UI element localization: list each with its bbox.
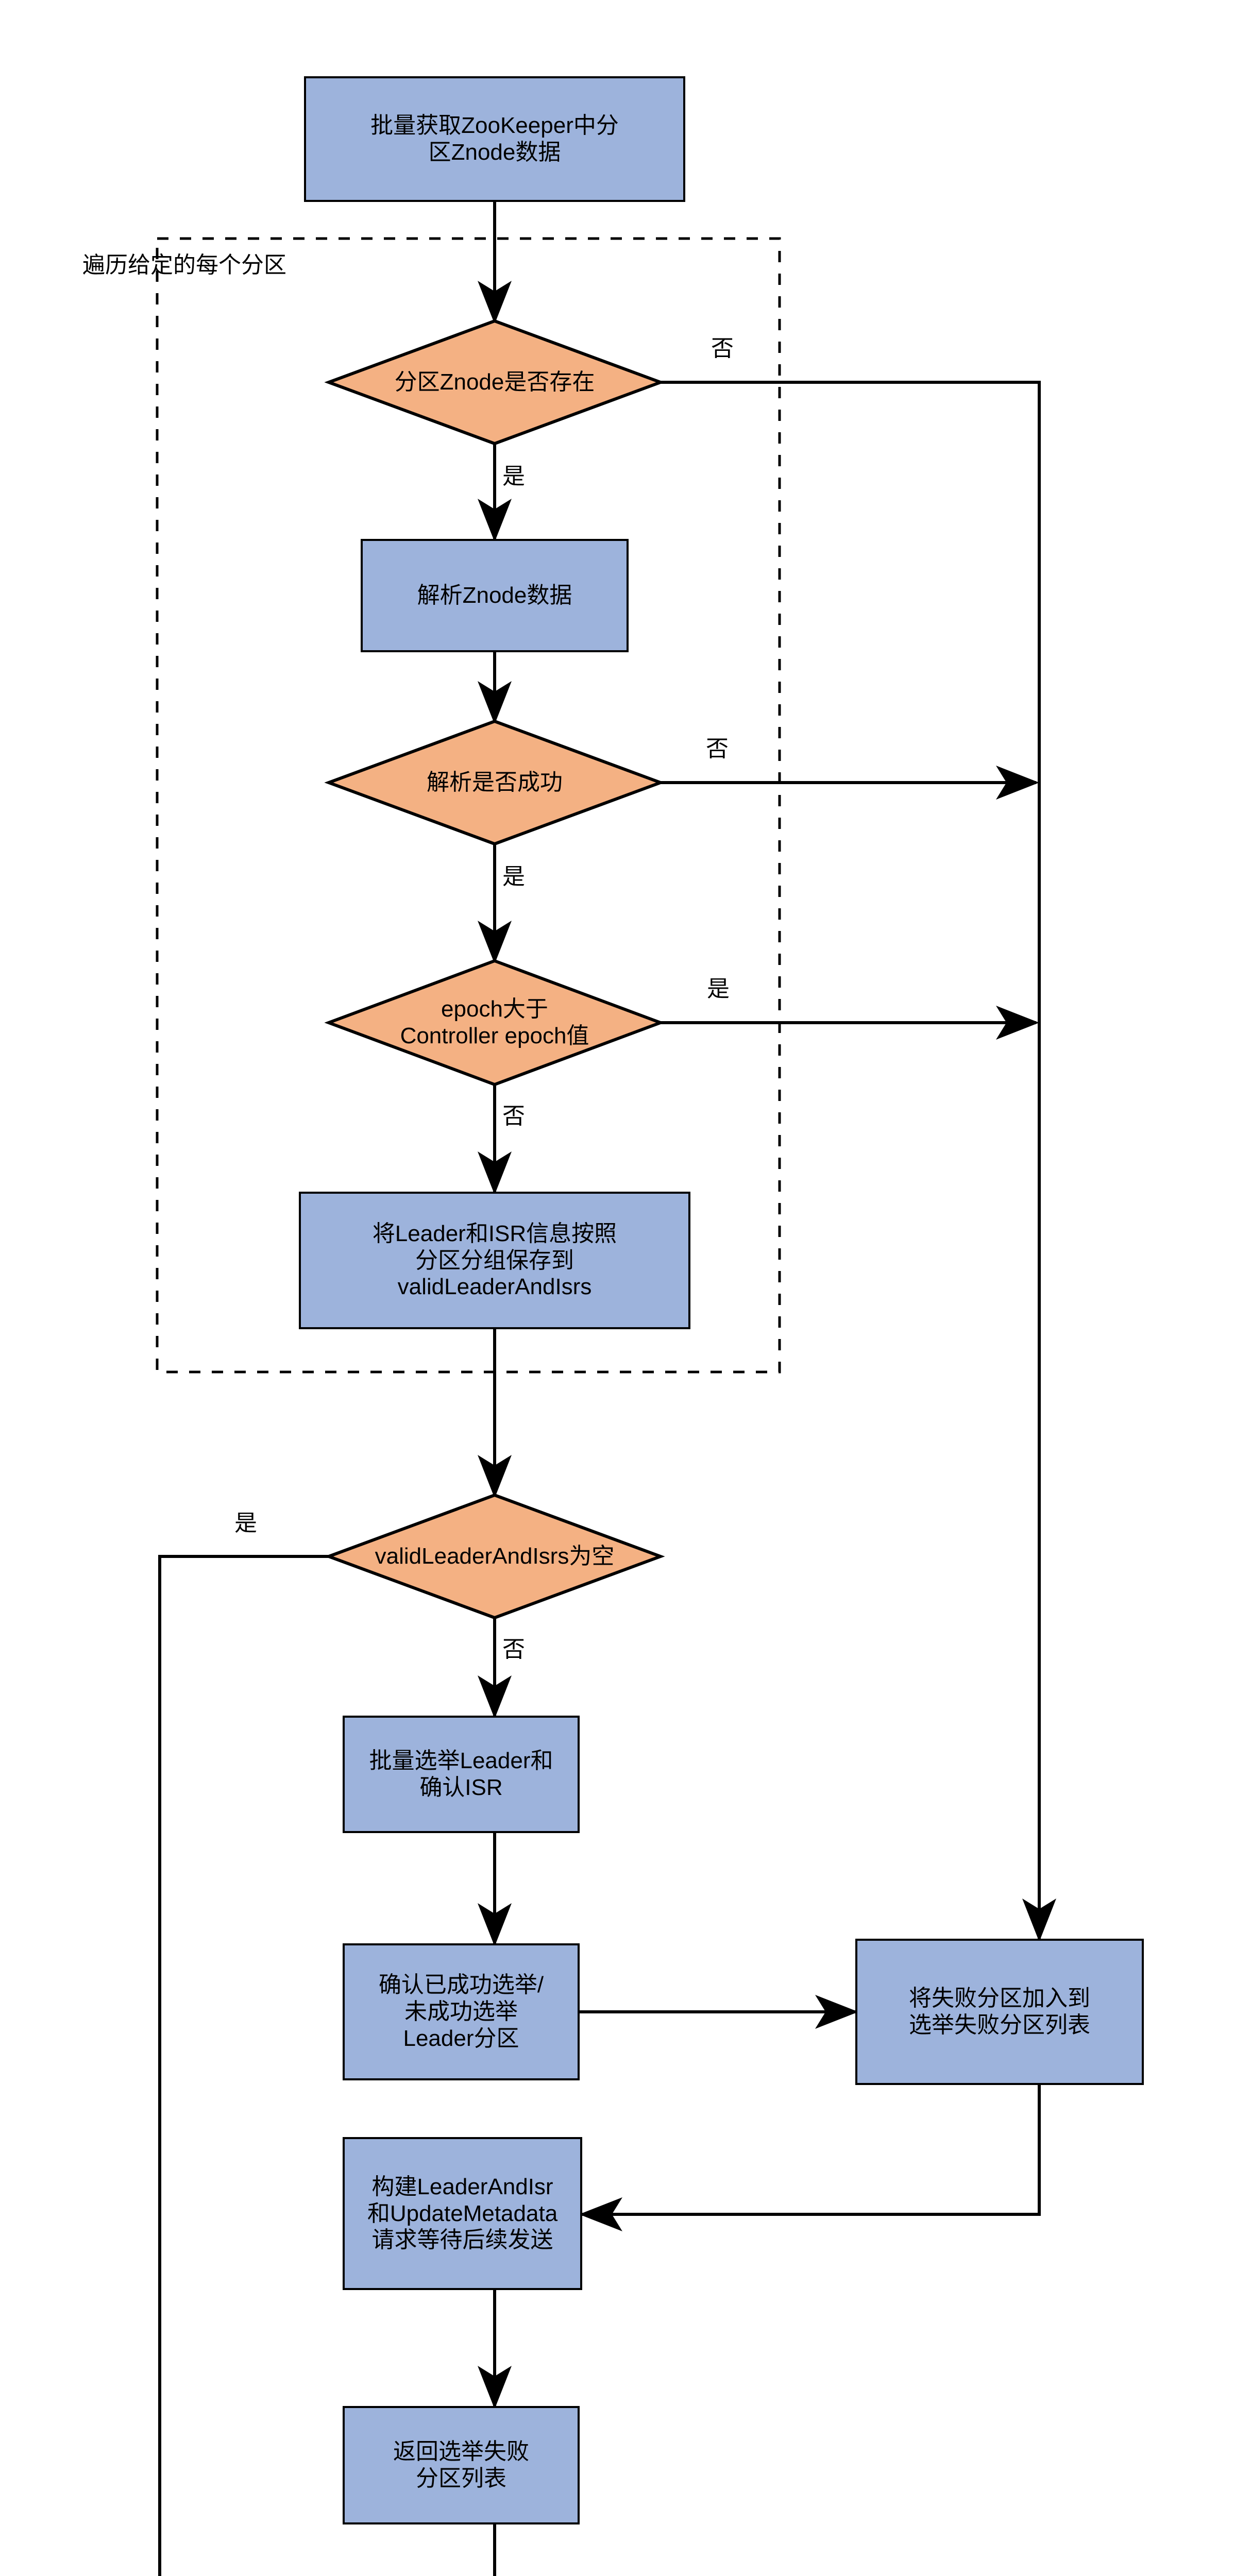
process-return-failed-partition-list[interactable]: 返回选举失败 分区列表 <box>343 2406 580 2524</box>
process-add-failed-partitions[interactable]: 将失败分区加入到 选举失败分区列表 <box>855 1939 1144 2085</box>
process-build-leaderandisr-updatemetadata[interactable]: 构建LeaderAndIsr 和UpdateMetadata 请求等待后续发送 <box>343 2137 582 2290</box>
process-parse-znode-data[interactable]: 解析Znode数据 <box>361 539 629 652</box>
edge-d4-n9 <box>158 1555 329 2576</box>
edge-label-d2-no: 否 <box>706 736 729 761</box>
process-fetch-znode-data[interactable]: 批量获取ZooKeeper中分 区Znode数据 <box>304 76 685 202</box>
loop-group-box <box>156 237 781 1374</box>
edge-label-d1-no: 否 <box>711 336 734 361</box>
decision-partition-znode-exists <box>324 319 665 446</box>
edge-label-d4-yes: 是 <box>234 1511 257 1536</box>
decision-epoch-greater <box>324 959 665 1087</box>
edge-label-d3-yes: 是 <box>707 976 730 1002</box>
process-confirm-elected-partitions[interactable]: 确认已成功选举/ 未成功选举 Leader分区 <box>343 1943 580 2080</box>
loop-group-label: 遍历给定的每个分区 <box>82 252 286 278</box>
decision-parse-success <box>324 719 665 846</box>
edge-label-d1-yes: 是 <box>502 464 525 489</box>
edge-label-d2-yes: 是 <box>502 864 525 889</box>
edge-n6-n7 <box>579 2085 1041 2231</box>
edge-label-d4-no: 否 <box>502 1637 525 1662</box>
edge-label-d3-no: 否 <box>502 1104 525 1129</box>
edge-d1-bus <box>661 381 1041 1023</box>
process-batch-elect-leader[interactable]: 批量选举Leader和 确认ISR <box>343 1716 580 1833</box>
process-save-valid-leader-and-isrs[interactable]: 将Leader和ISR信息按照 分区分组保存到 validLeaderAndIs… <box>299 1192 690 1329</box>
decision-valid-leader-and-isrs-empty <box>324 1493 665 1620</box>
